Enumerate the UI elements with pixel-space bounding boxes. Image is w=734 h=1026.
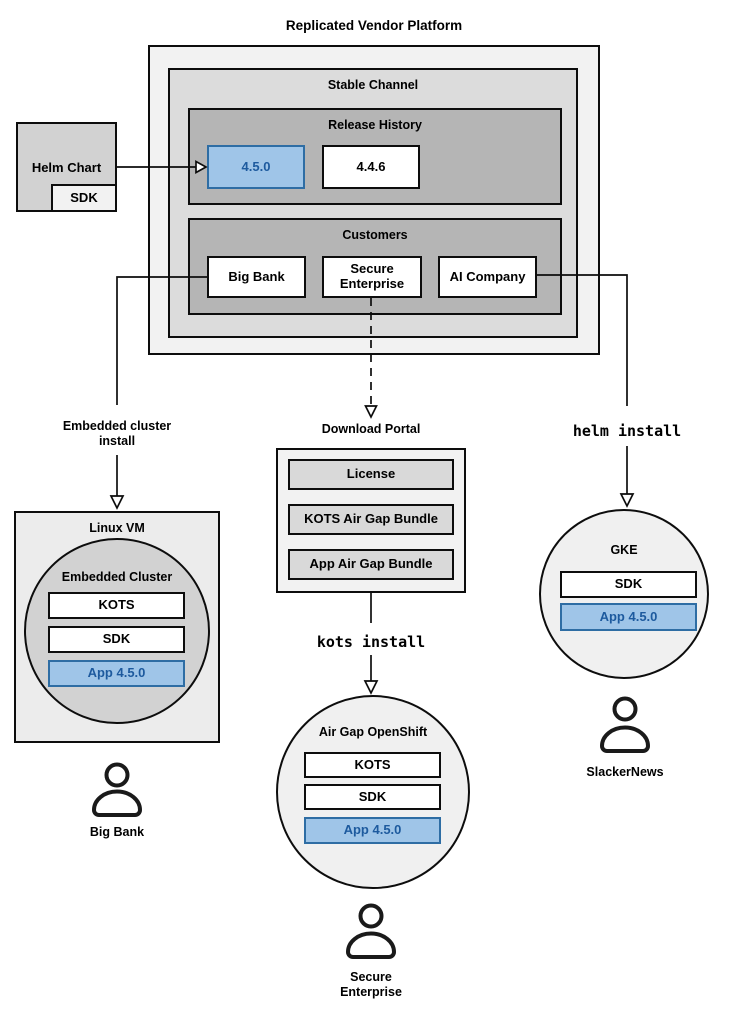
diagram-title: Replicated Vendor Platform [285, 18, 463, 33]
secure-enterprise-person-icon [346, 903, 396, 959]
air-gap-app: App 4.5.0 [304, 817, 441, 844]
air-gap-kots: KOTS [304, 752, 441, 778]
gke-sdk: SDK [560, 571, 697, 598]
air-gap-openshift-label: Air Gap OpenShift [318, 725, 428, 739]
linux-vm-label: Linux VM [89, 521, 145, 535]
gke-arrowhead [619, 493, 635, 508]
customer-ai-company: AI Company [438, 256, 537, 298]
release-history-label: Release History [328, 118, 422, 132]
persona-secure-enterprise-label: Secure Enterprise [340, 970, 402, 999]
embedded-cluster-install-label: Embedded cluster install [62, 419, 172, 448]
download-portal-license: License [288, 459, 454, 490]
big-bank-person-icon [92, 762, 142, 817]
download-portal-arrowhead [364, 405, 378, 419]
embedded-cluster-kots: KOTS [48, 592, 185, 619]
persona-big-bank-label: Big Bank [89, 825, 145, 839]
helm-install-label: helm install [572, 422, 682, 440]
embedded-cluster-sdk: SDK [48, 626, 185, 653]
kots-install-label: kots install [316, 633, 426, 651]
big-bank-arrowhead [109, 495, 125, 510]
customer-secure-enterprise: Secure Enterprise [322, 256, 422, 298]
embedded-cluster-label: Embedded Cluster [61, 570, 173, 584]
download-portal-label: Download Portal [321, 422, 421, 436]
release-4-5-0: 4.5.0 [207, 145, 305, 189]
download-portal-app-bundle: App Air Gap Bundle [288, 549, 454, 580]
customers-label: Customers [342, 228, 408, 242]
slackernews-person-icon [600, 696, 650, 753]
air-gap-arrowhead [363, 680, 379, 695]
gke-label: GKE [610, 543, 638, 557]
helm-chart-sdk-box: SDK [51, 184, 117, 212]
persona-slackernews-label: SlackerNews [586, 765, 664, 779]
air-gap-sdk: SDK [304, 784, 441, 810]
release-4-4-6: 4.4.6 [322, 145, 420, 189]
embedded-cluster-app: App 4.5.0 [48, 660, 185, 687]
customer-big-bank: Big Bank [207, 256, 306, 298]
stable-channel-label: Stable Channel [327, 78, 419, 92]
gke-app: App 4.5.0 [560, 603, 697, 631]
download-portal-kots-bundle: KOTS Air Gap Bundle [288, 504, 454, 535]
